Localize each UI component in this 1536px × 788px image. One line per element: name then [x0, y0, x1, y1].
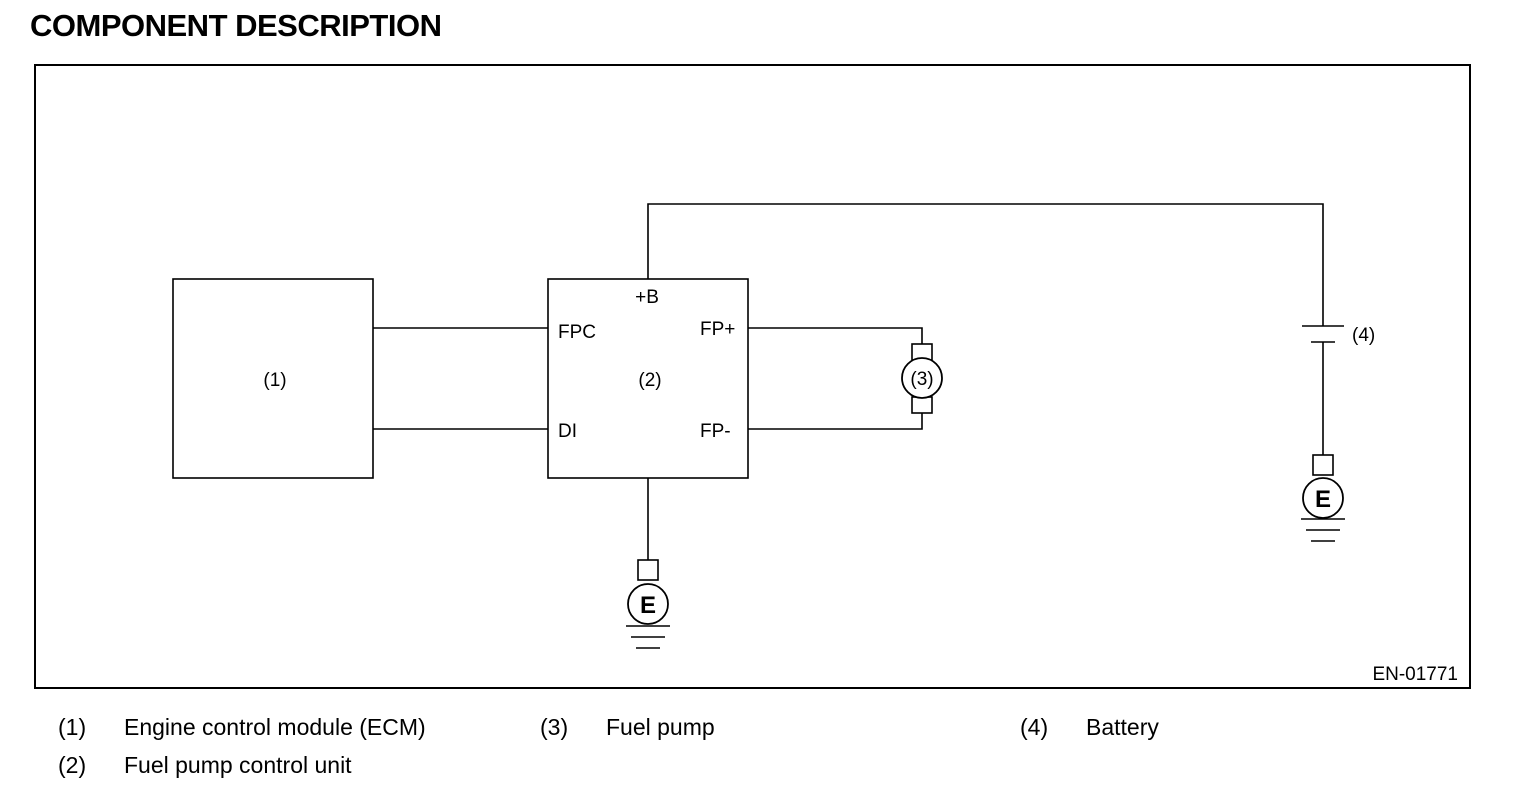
fuel-pump-symbol: (3) — [901, 343, 943, 414]
pump-label: (3) — [910, 369, 933, 390]
figure-id: EN-01771 — [1372, 664, 1458, 685]
fpcu-label: (2) — [638, 370, 661, 391]
battery-ground-letter: E — [1315, 486, 1331, 513]
terminal-fp-minus: FP- — [700, 421, 731, 442]
wire-fp-minus — [748, 413, 923, 430]
wire-b-plus — [647, 203, 1324, 326]
legend-text: Fuel pump — [606, 714, 715, 740]
legend-text: Battery — [1086, 714, 1159, 740]
page-title: COMPONENT DESCRIPTION — [30, 8, 442, 43]
battery-label: (4) — [1352, 325, 1375, 346]
legend-text: Engine control module (ECM) — [124, 714, 426, 740]
terminal-fp-plus: FP+ — [700, 319, 735, 340]
diagram-frame — [34, 64, 1471, 689]
legend-num: (1) — [58, 714, 87, 740]
ecm-block — [172, 278, 374, 479]
legend-num: (2) — [58, 752, 87, 778]
ecm-label: (1) — [263, 370, 286, 391]
legend-num: (4) — [1020, 714, 1049, 740]
terminal-di: DI — [558, 421, 577, 442]
terminal-fpc: FPC — [558, 322, 596, 343]
wire-fp-plus — [748, 327, 923, 344]
fpcu-ground-symbol: E — [626, 559, 670, 649]
legend-text: Fuel pump control unit — [124, 752, 352, 778]
legend-num: (3) — [540, 714, 569, 740]
fpcu-ground-letter: E — [640, 592, 656, 619]
battery-ground-symbol: E — [1301, 454, 1345, 542]
terminal-b-plus: +B — [635, 287, 659, 308]
